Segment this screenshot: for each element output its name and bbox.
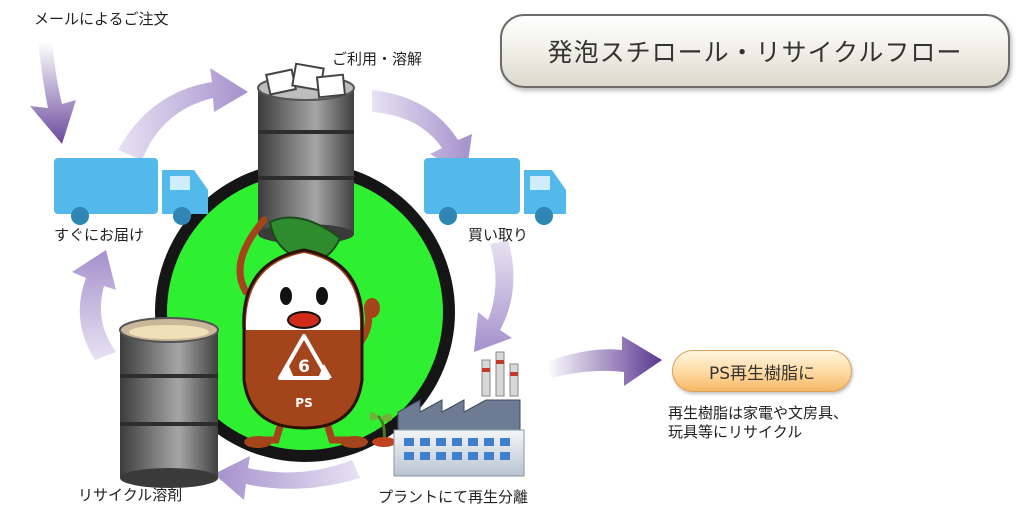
title-box: 発泡スチロール・リサイクルフロー [500,14,1010,88]
recycle-number: 6 [298,357,310,377]
page-title: 発泡スチロール・リサイクルフロー [547,38,963,67]
result-desc-line1: 再生樹脂は家電や文房具、 [668,404,849,422]
result-pill-label: PS再生樹脂に [708,363,816,384]
recycle-code: PS [295,396,312,410]
buyback-truck-icon [424,158,566,225]
ps-mascot [236,216,380,448]
step-deliver-label: すぐにお届け [54,226,145,244]
styrofoam-blocks-icon [265,62,347,99]
arrow-order [30,42,76,144]
arrow-deliver-to-use [118,68,248,160]
arrow-buy-to-plant [474,240,514,352]
result-desc-line2: 玩具等にリサイクル [668,422,803,441]
result-description: 再生樹脂は家電や文房具、 玩具等にリサイクル [668,404,848,442]
step-solvent-label: リサイクル溶剤 [78,486,183,504]
step-buy-label: 買い取り [468,226,529,244]
step-order-label: メールによるご注文 [34,10,169,28]
arrow-plant-to-solvent [214,456,360,500]
step-use-label: ご利用・溶解 [332,50,423,68]
step-plant-label: プラントにて再生分離 [378,488,529,506]
delivery-truck-icon [54,158,208,225]
recycle-icon [278,334,330,380]
barrel-top-icon [257,62,355,244]
result-pill: PS再生樹脂に [672,350,852,392]
arrow-use-to-buy [372,90,472,176]
arrow-to-result [546,336,662,386]
sprout-icon [369,411,396,447]
factory-icon [393,351,525,477]
barrel-solvent-icon [119,317,219,488]
arrow-solvent-to-deliver [72,250,116,360]
